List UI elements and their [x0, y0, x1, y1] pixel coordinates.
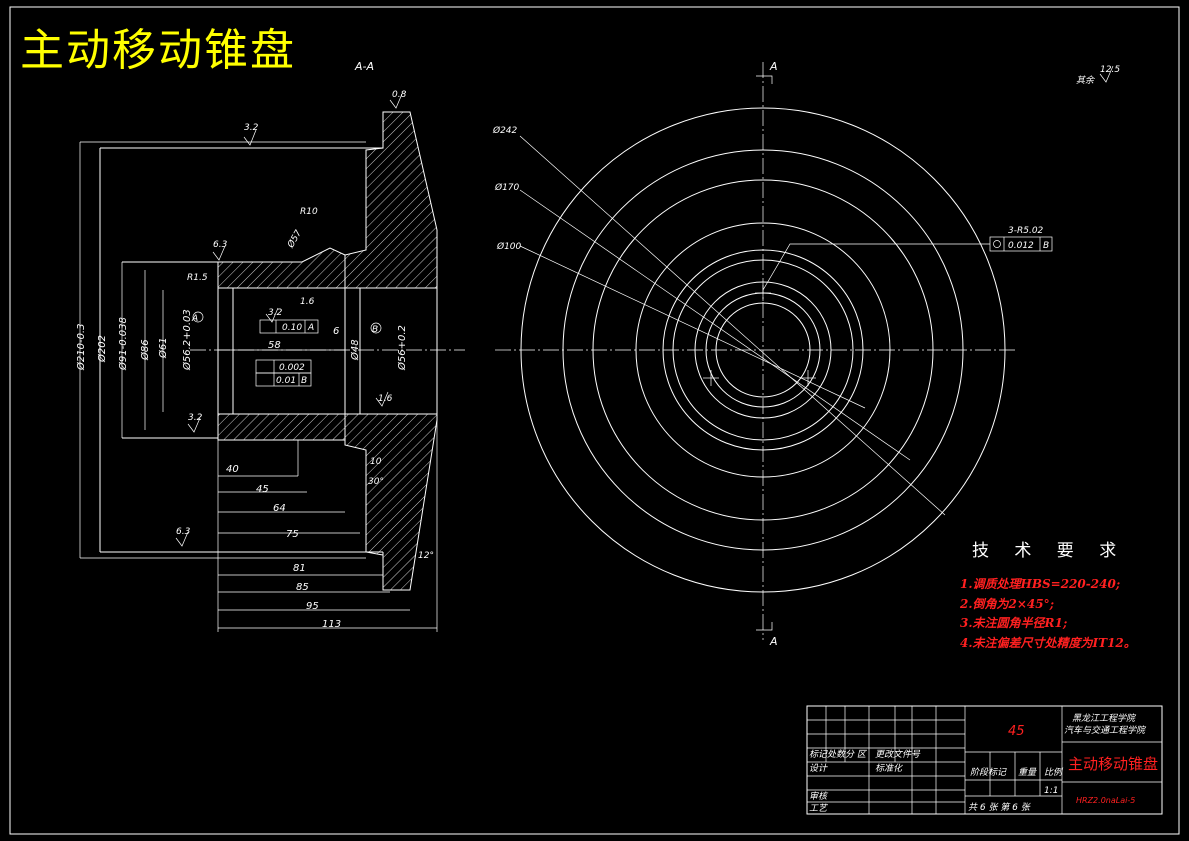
section-label: A-A: [354, 60, 374, 73]
tb-college: 汽车与交通工程学院: [1064, 725, 1147, 736]
tb-ratio: 比例: [1044, 767, 1064, 778]
tol-1-value: 0.10: [282, 323, 302, 333]
tol-3-value: 0.01: [276, 376, 296, 386]
tb-design: 设计: [809, 763, 828, 774]
requirement-item: 4.未注偏差尺寸处精度为IT12。: [960, 635, 1136, 650]
title-block: 45 黑龙江工程学院 汽车与交通工程学院 主动移动锥盘 HRZ2.0naLai-…: [806, 705, 1163, 815]
dim-81: 81: [293, 563, 306, 574]
dim-d210: Ø210-0.3: [75, 324, 87, 371]
tb-change: 更改文件号: [875, 749, 921, 760]
dim-angle-30: 30°: [368, 477, 384, 487]
tb-scale: 1:1: [1044, 786, 1058, 796]
dim-d86: Ø86: [139, 339, 151, 361]
dim-10: 10: [370, 457, 382, 467]
requirement-item: 1.调质处理HBS=220-240;: [960, 577, 1121, 591]
label-d242: Ø242: [492, 125, 518, 136]
drawing-frame: [9, 6, 1180, 835]
tol-2-value: 0.002: [279, 363, 305, 373]
tb-drawing-no: HRZ2.0naLai-5: [1076, 796, 1135, 805]
tol-3-datum: B: [301, 376, 307, 386]
hub-lower-section: [217, 413, 346, 441]
requirements-list: 1.调质处理HBS=220-240; 2.倒角为2×45°; 3.未注圆角半径R…: [960, 575, 1136, 653]
tb-weight: 重量: [1018, 767, 1037, 778]
tb-stage: 阶段标记: [970, 767, 1007, 778]
rough-3-2-c: 3.2: [268, 308, 283, 318]
flange-lower-section: [344, 413, 438, 591]
dim-45: 45: [256, 484, 269, 495]
dim-113: 113: [322, 619, 341, 630]
dim-85: 85: [296, 582, 309, 593]
dim-d61: Ø61: [157, 337, 169, 359]
label-d100: Ø100: [496, 241, 522, 252]
section-view: A-A: [75, 60, 465, 632]
datum-a-marker: A: [191, 314, 198, 324]
rough-1-6-b: 1.6: [378, 394, 393, 404]
view-mark-bottom: A: [769, 635, 778, 648]
datum-b-marker: B: [372, 325, 378, 335]
dim-75: 75: [286, 529, 299, 540]
dim-r10: R10: [300, 207, 318, 217]
view-mark-top: A: [769, 60, 778, 73]
dim-r15: R1.5: [187, 273, 208, 283]
dim-40: 40: [226, 464, 239, 475]
tb-craft: 工艺: [809, 803, 829, 814]
flange-upper-section: [344, 111, 438, 289]
tb-marks: 标记处数分 区: [809, 749, 868, 760]
dim-d56b: Ø56+0.2: [396, 325, 408, 371]
tb-material: 45: [1008, 724, 1025, 739]
dim-58: 58: [268, 340, 281, 351]
tb-review: 审核: [809, 791, 829, 802]
tb-part-name: 主动移动锥盘: [1068, 755, 1158, 773]
dim-d48: Ø48: [349, 339, 361, 361]
dim-angle-12: 12°: [418, 551, 434, 561]
rough-0-8: 0.8: [392, 90, 407, 100]
tb-std: 标准化: [875, 763, 903, 774]
rough-1-6: 1.6: [300, 297, 315, 307]
rough-6-3-a: 6.3: [213, 240, 228, 250]
tol-1-datum: A: [307, 323, 314, 333]
hub-upper-section: [217, 247, 346, 289]
rough-3-2-b: 3.2: [188, 413, 203, 423]
rough-other-label: 其余: [1076, 75, 1095, 86]
label-pos-datum: B: [1043, 241, 1049, 251]
rough-6-3-b: 6.3: [176, 527, 191, 537]
label-holes: 3-R5.02: [1008, 226, 1044, 236]
requirement-item: 3.未注圆角半径R1;: [960, 616, 1068, 630]
dim-d57: Ø57: [285, 228, 304, 251]
roughness-symbols: [175, 93, 403, 547]
requirement-item: 2.倒角为2×45°;: [960, 596, 1055, 611]
tb-school: 黑龙江工程学院: [1072, 713, 1137, 724]
dim-d202: Ø202: [96, 335, 108, 363]
rough-3-2-a: 3.2: [244, 123, 259, 133]
tb-sheets: 共 6 张 第 6 张: [968, 802, 1032, 813]
dim-6: 6: [333, 326, 339, 337]
label-pos-tol: 0.012: [1008, 241, 1034, 251]
requirements-heading: 技 术 要 求: [972, 541, 1127, 561]
dim-d56: Ø56.2+0.03: [181, 309, 193, 371]
dim-95: 95: [306, 601, 319, 612]
label-d170: Ø170: [494, 182, 520, 193]
rough-other-value: 12.5: [1100, 65, 1120, 75]
front-view: A A Ø242 Ø170 Ø100 3-R5.02 0.012 B: [492, 60, 1120, 648]
drawing-title: 主动移动锥盘: [20, 25, 296, 76]
dim-d91: Ø91-0.038: [117, 317, 129, 371]
dim-64: 64: [273, 503, 286, 514]
